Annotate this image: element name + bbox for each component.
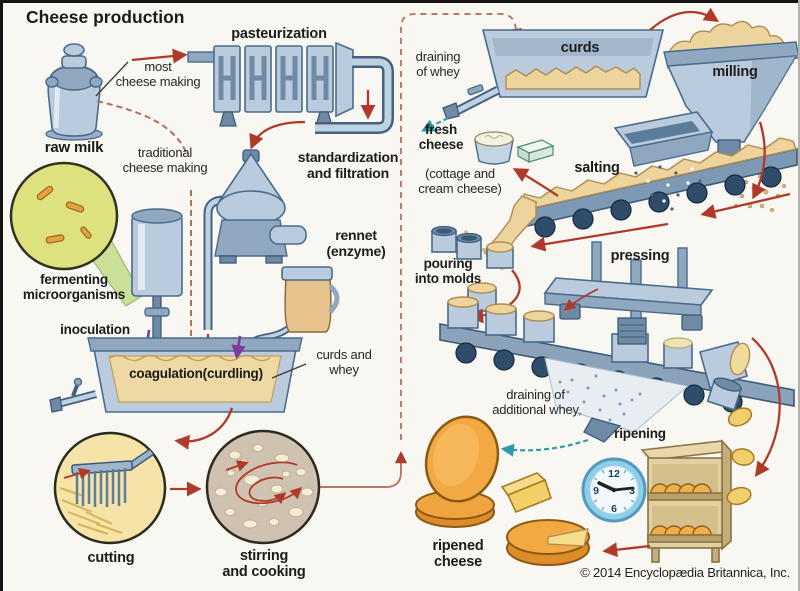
clock-9: 9 bbox=[593, 485, 599, 497]
press-machine bbox=[543, 241, 714, 345]
label-rennet: rennet (enzyme) bbox=[326, 227, 386, 259]
flow-milling-to-salting bbox=[752, 121, 766, 200]
label-curds-and-whey: curds and whey bbox=[316, 347, 372, 377]
label-pressing: pressing bbox=[610, 248, 670, 264]
label-fermenting-microorganisms: fermenting microorganisms bbox=[22, 272, 126, 303]
raw-milk-can bbox=[45, 43, 103, 141]
label-inoculation: inoculation bbox=[60, 322, 130, 337]
small-cheeses bbox=[726, 407, 755, 506]
label-stirring-and-cooking: stirring and cooking bbox=[222, 548, 306, 581]
label-fresh-cheese: fresh cheese bbox=[418, 122, 464, 153]
flow-molds-to-press bbox=[468, 269, 521, 324]
left-border bbox=[0, 0, 3, 591]
right-border bbox=[798, 0, 800, 591]
flow-curds-to-milling bbox=[649, 7, 720, 31]
copyright-notice: © 2014 Encyclopædia Britannica, Inc. bbox=[580, 565, 790, 580]
separator-machine bbox=[200, 149, 307, 356]
page-title: Cheese production bbox=[26, 7, 185, 27]
ripening-clock: 12 3 6 9 bbox=[581, 457, 647, 523]
flow-traditional-cheese-making bbox=[96, 100, 198, 352]
flow-press-to-ripening bbox=[751, 337, 781, 478]
flow-vat-to-cutting bbox=[174, 407, 234, 450]
fermenting-microorganisms-circle bbox=[9, 161, 143, 307]
label-curds: curds bbox=[560, 40, 600, 56]
molds bbox=[431, 225, 514, 312]
coagulation-vat bbox=[49, 337, 307, 413]
label-salting: salting bbox=[574, 160, 620, 176]
salting-hopper bbox=[613, 111, 714, 211]
whey-drain-tube bbox=[421, 84, 501, 132]
label-pasteurization: pasteurization bbox=[231, 26, 327, 42]
label-pouring-into-molds: pouring into molds bbox=[414, 256, 482, 287]
additional-whey-drain bbox=[500, 357, 690, 457]
label-raw-milk: raw milk bbox=[44, 139, 104, 156]
label-draining-additional-whey: draining of additional whey bbox=[492, 387, 579, 417]
flow-ripening-to-ripened bbox=[602, 542, 651, 558]
ripening-shelf bbox=[640, 438, 733, 563]
flow-to-fresh-cheese bbox=[512, 168, 559, 197]
label-ripened-cheese: ripened cheese bbox=[432, 538, 484, 571]
label-cottage-and-cream: (cottage and cream cheese) bbox=[418, 166, 502, 196]
salting-conveyor bbox=[464, 137, 798, 270]
label-most-cheese-making: most cheese making bbox=[115, 59, 201, 89]
flow-milk-to-pasteurization bbox=[95, 48, 188, 97]
rennet-arrow bbox=[231, 335, 246, 360]
mold-tipping bbox=[699, 341, 751, 411]
label-coagulation: coagulation(curdling) bbox=[129, 366, 263, 381]
pasteurization-machine bbox=[187, 41, 394, 150]
clock-6: 6 bbox=[611, 503, 617, 515]
stirring-circle bbox=[205, 429, 321, 545]
label-traditional-cheese-making: traditional cheese making bbox=[122, 145, 208, 175]
label-cutting: cutting bbox=[87, 550, 135, 566]
flow-stirring-to-curds bbox=[320, 13, 522, 488]
curds-pan bbox=[481, 29, 665, 98]
ripened-cheese-group bbox=[415, 415, 590, 566]
label-standardization: standardization and filtration bbox=[297, 149, 399, 181]
fresh-cheese bbox=[474, 131, 555, 165]
label-ripening: ripening bbox=[614, 426, 666, 441]
clock-12: 12 bbox=[608, 468, 620, 480]
label-milling: milling bbox=[712, 64, 758, 80]
cutting-circle bbox=[53, 431, 167, 545]
clock-3: 3 bbox=[629, 485, 635, 497]
label-draining-of-whey: draining of whey bbox=[415, 49, 461, 79]
top-border bbox=[0, 0, 800, 3]
